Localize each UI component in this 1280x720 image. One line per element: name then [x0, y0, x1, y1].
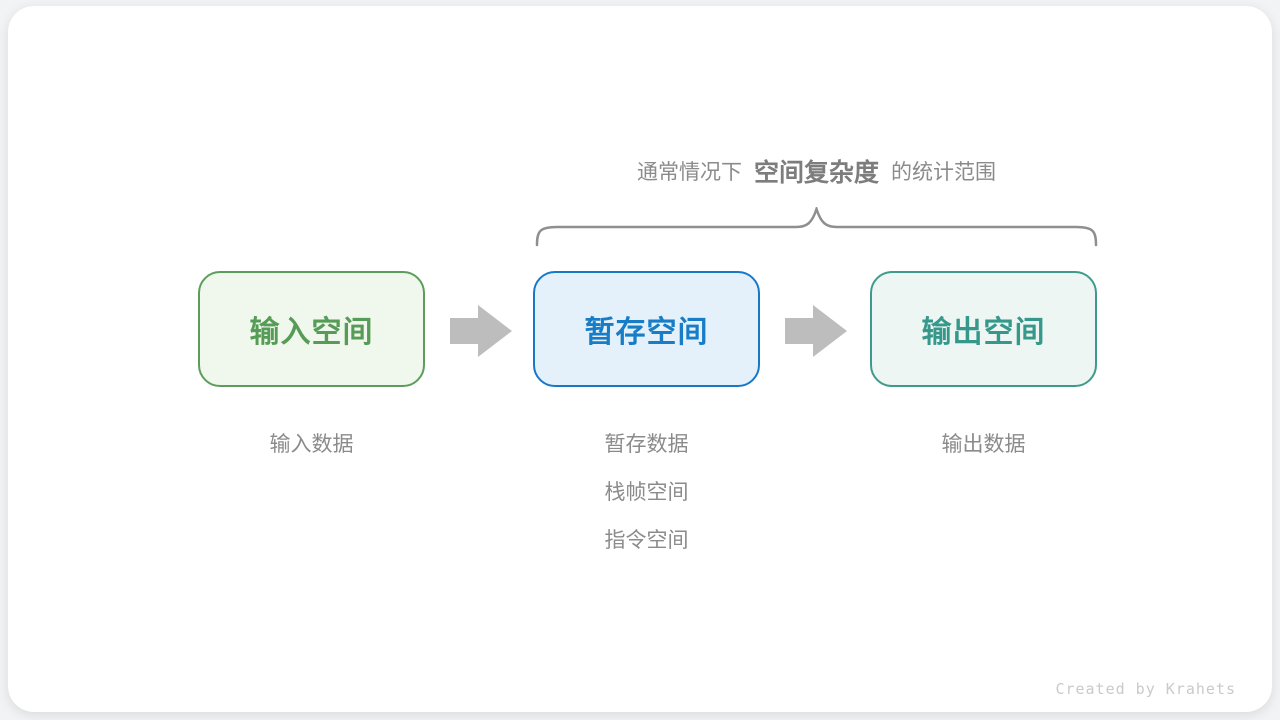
- curly-brace-icon: [535, 207, 1098, 247]
- node-output-space: 输出空间: [870, 271, 1097, 387]
- node-temp-space-label: 暂存空间: [584, 316, 709, 349]
- node-input-space: 输入空间: [198, 271, 425, 387]
- notes-temp-space: 暂存数据 栈帧空间 指令空间: [533, 421, 760, 565]
- note-item: 输出数据: [941, 433, 1026, 456]
- node-temp-space: 暂存空间: [533, 271, 760, 387]
- notes-output-space: 输出数据: [870, 421, 1097, 469]
- notes-input-space: 输入数据: [198, 421, 425, 469]
- arrow-right-icon: [785, 305, 847, 357]
- caption-suffix: 的统计范围: [891, 161, 996, 184]
- note-item: 指令空间: [604, 529, 689, 552]
- note-item: 暂存数据: [604, 433, 689, 456]
- credit-text: Created by Krahets: [1055, 680, 1236, 698]
- diagram-card: 通常情况下 空间复杂度 的统计范围 输入空间 暂存空间 输出空间 输入数据 暂存…: [8, 6, 1272, 712]
- node-output-space-label: 输出空间: [921, 316, 1046, 349]
- caption-highlight: 空间复杂度: [753, 159, 879, 187]
- caption-prefix: 通常情况下: [636, 161, 742, 184]
- note-item: 输入数据: [269, 433, 354, 456]
- arrow-right-icon: [450, 305, 512, 357]
- note-item: 栈帧空间: [604, 481, 689, 504]
- caption: 通常情况下 空间复杂度 的统计范围: [535, 154, 1098, 188]
- node-input-space-label: 输入空间: [249, 316, 374, 349]
